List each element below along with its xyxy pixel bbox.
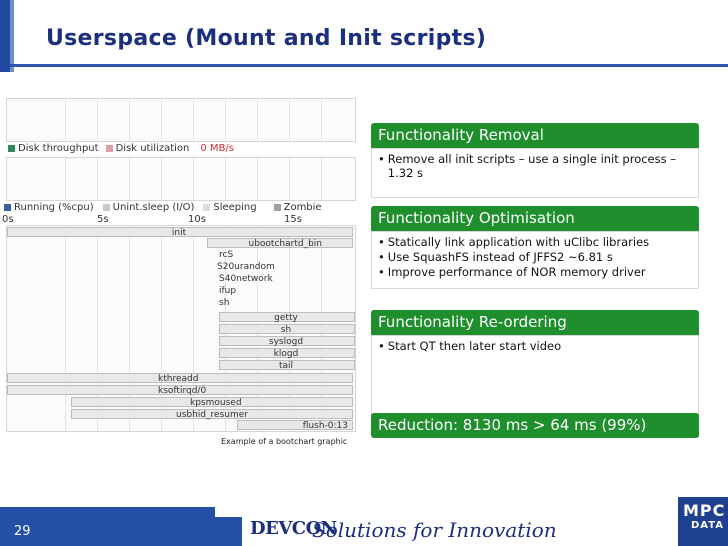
process-bar-rcs: rcS — [219, 250, 234, 260]
slide-title: Userspace (Mount and Init scripts) — [46, 26, 487, 51]
left-accent-bar — [0, 0, 10, 72]
bullet-text: Start QT then later start video — [387, 339, 562, 353]
process-bar-ksoftirqd: ksoftirqd/0 — [7, 385, 353, 396]
panel-heading-reordering: Functionality Re-ordering — [371, 310, 699, 335]
footer-tagline: Solutions for Innovation — [312, 518, 557, 542]
running-swatch — [4, 204, 11, 211]
process-bar-ifup: ifup — [219, 286, 237, 296]
time-tick-15: 15s — [284, 214, 302, 225]
process-bar-sh: sh — [219, 298, 230, 308]
process-chart: init ubootchartd_bin rcS S20urandom S40n… — [6, 225, 356, 432]
disk-legend: Disk throughput Disk utilization 0 MB/s — [8, 143, 234, 154]
legend-running: Running (%cpu) — [14, 202, 94, 213]
disk-throughput-swatch — [8, 145, 15, 152]
left-accent-bar-light — [10, 0, 14, 72]
unint-sleep-swatch — [102, 204, 110, 211]
panel-heading-optimisation: Functionality Optimisation — [371, 206, 699, 231]
disk-chart — [6, 98, 356, 142]
disk-utilization-swatch — [105, 145, 113, 152]
mpc-logo-text: MPC — [683, 501, 726, 520]
panel-body-reordering: •Start QT then later start video — [371, 335, 699, 415]
process-bar-s40network: S40network — [219, 274, 273, 284]
bullet-text: Remove all init scripts – use a single i… — [387, 152, 677, 180]
process-bar-flush: flush-0:13 — [237, 420, 353, 431]
time-tick-5: 5s — [97, 214, 109, 225]
bullet-text: Use SquashFS instead of JFFS2 ~6.81 s — [387, 250, 613, 264]
mpc-data-logo — [678, 497, 728, 546]
process-bar-sh-2: sh — [219, 324, 355, 335]
list-item: •Improve performance of NOR memory drive… — [378, 265, 646, 279]
process-bar-s20urandom: S20urandom — [217, 262, 275, 272]
bootchart-caption: Example of a bootchart graphic — [221, 437, 348, 446]
list-item: •Statically link application with uClibc… — [378, 235, 650, 249]
page-number: 29 — [14, 524, 31, 539]
process-bar-syslogd: syslogd — [219, 336, 355, 347]
panel-body-removal: •Remove all init scripts – use a single … — [371, 148, 699, 198]
panel-heading-reduction: Reduction: 8130 ms > 64 ms (99%) — [371, 413, 699, 438]
list-item: •Use SquashFS instead of JFFS2 ~6.81 s — [378, 250, 613, 264]
process-bar-kthreadd: kthreadd — [7, 373, 353, 384]
zombie-swatch — [273, 204, 281, 211]
time-tick-10: 10s — [188, 214, 206, 225]
process-bar-init: init — [7, 227, 353, 238]
data-logo-text: DATA — [691, 520, 725, 531]
footer-logo-box — [242, 514, 680, 546]
sleeping-swatch — [203, 204, 211, 211]
cpu-chart — [6, 157, 356, 201]
legend-unint-sleep: Unint.sleep (I/O) — [112, 202, 195, 213]
legend-disk-utilization: Disk utilization — [115, 143, 190, 154]
bullet-text: Statically link application with uClibc … — [387, 235, 650, 249]
process-bar-ubootchartd: ubootchartd_bin — [207, 238, 353, 249]
bullet-text: Improve performance of NOR memory driver — [387, 265, 646, 279]
legend-disk-rate: 0 MB/s — [200, 143, 234, 154]
panel-body-optimisation: •Statically link application with uClibc… — [371, 231, 699, 289]
time-tick-0: 0s — [2, 214, 14, 225]
panel-heading-removal: Functionality Removal — [371, 123, 699, 148]
legend-disk-throughput: Disk throughput — [18, 143, 99, 154]
process-bar-kpsmoused: kpsmoused — [71, 397, 353, 408]
process-bar-usbhid-resumer: usbhid_resumer — [71, 409, 353, 420]
process-bar-klogd: klogd — [219, 348, 355, 359]
title-underline — [10, 64, 728, 67]
legend-zombie: Zombie — [283, 202, 322, 213]
cpu-legend: Running (%cpu) Unint.sleep (I/O) Sleepin… — [4, 202, 322, 213]
process-bar-tail: tail — [219, 360, 355, 371]
list-item: •Start QT then later start video — [378, 339, 562, 353]
devcon-logo: DEVCON — [250, 518, 337, 539]
list-item: •Remove all init scripts – use a single … — [378, 152, 692, 180]
legend-sleeping: Sleeping — [213, 202, 257, 213]
process-bar-getty: getty — [219, 312, 355, 323]
